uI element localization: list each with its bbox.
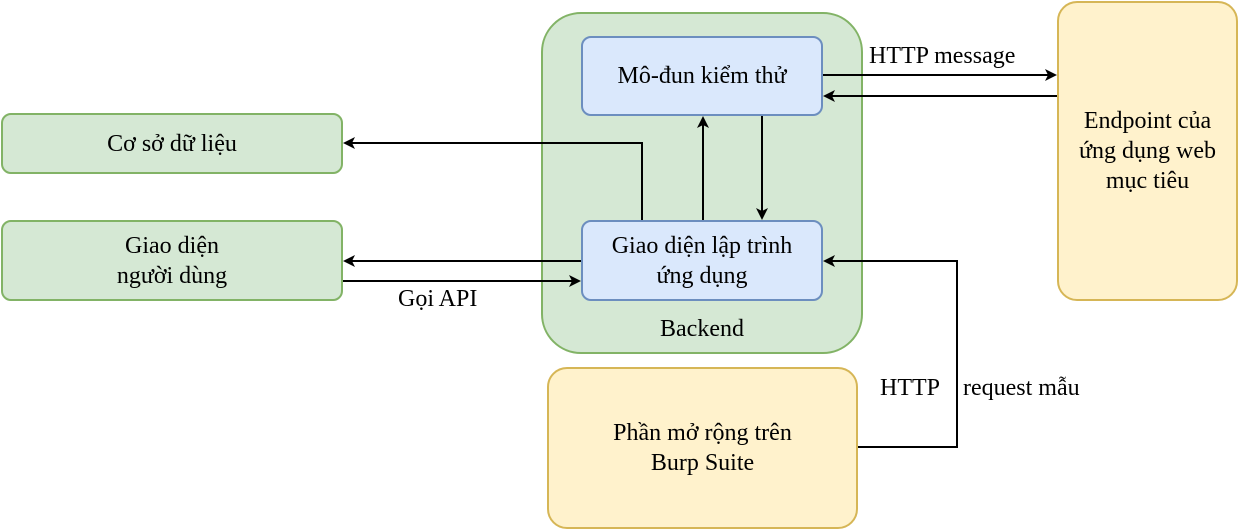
burp-extension-node: Phần mở rộng trên Burp Suite	[547, 367, 858, 529]
http-request-sample-label-2: request mẫu	[963, 375, 1080, 401]
api-call-label: Gọi API	[398, 286, 478, 312]
http-message-label: HTTP message	[869, 42, 1016, 70]
backend-label: Backend	[660, 316, 744, 342]
target-endpoint-node: Endpoint của ứng dụng web mục tiêu	[1057, 1, 1238, 301]
target-endpoint-label: Endpoint của ứng dụng web mục tiêu	[1079, 108, 1216, 194]
database-node: Cơ sở dữ liệu	[1, 113, 343, 174]
database-label: Cơ sở dữ liệu	[107, 130, 237, 157]
burp-extension-label: Phần mở rộng trên Burp Suite	[613, 420, 792, 476]
edge-api-to-database	[343, 137, 643, 220]
test-module-node: Mô-đun kiểm thử	[581, 36, 823, 116]
user-interface-label: Giao diện người dùng	[116, 232, 228, 289]
test-module-label: Mô-đun kiểm thử	[617, 63, 787, 89]
user-interface-node: Giao diện người dùng	[1, 220, 343, 301]
api-label: Giao diện lập trình ứng dụng	[611, 232, 793, 289]
api-node: Giao diện lập trình ứng dụng	[581, 220, 823, 301]
edge-burp-to-api	[823, 255, 958, 448]
http-request-sample-label-1: HTTP	[880, 375, 940, 401]
